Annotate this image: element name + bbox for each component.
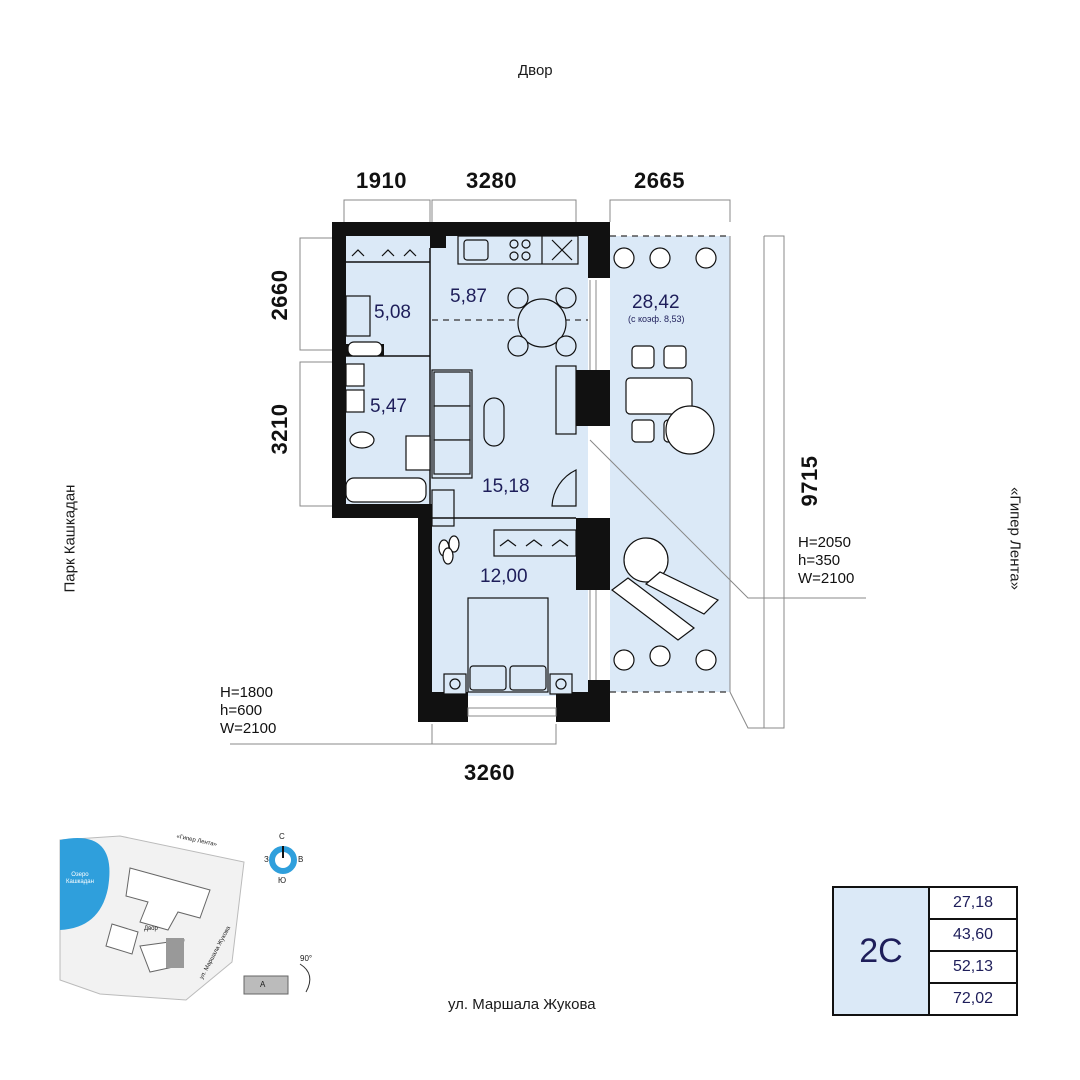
apartment-info-box: 2С 27,18 43,60 52,13 72,02 [832, 886, 1018, 1016]
zone-lines [432, 235, 730, 693]
window-spec-left: H=1800 h=600 W=2100 [220, 684, 277, 737]
window-spec-right: H=2050 h=350 W=2100 [798, 534, 855, 587]
minimap-section: А [260, 980, 266, 989]
area-value: 72,02 [952, 990, 994, 1007]
kitchen-unit [457, 235, 579, 265]
apartment-type: 2С [834, 888, 930, 1014]
loggia-plants [613, 247, 717, 671]
street-label: ул. Маршала Жукова [448, 996, 596, 1013]
compass-west: З [264, 855, 269, 864]
wardrobe-furniture [345, 295, 371, 337]
section-marker [243, 975, 289, 995]
dimension-guides [299, 199, 785, 745]
walls [332, 222, 610, 722]
dimension-top-2: 3280 [466, 168, 517, 193]
room-area-wardrobe: 5,08 [374, 302, 411, 323]
dimension-top-3: 2665 [634, 168, 685, 193]
rotation-arrow [299, 963, 311, 993]
dimension-top-1: 1910 [356, 168, 407, 193]
room-area-bedroom: 12,00 [480, 566, 528, 587]
room-area-loggia: 28,42 [632, 292, 680, 313]
area-value: 52,13 [930, 952, 1016, 984]
compass-south: Ю [278, 876, 287, 885]
minimap-yard-label: Двор [144, 926, 158, 932]
bed [443, 597, 573, 695]
room-area-bathroom: 5,47 [370, 396, 407, 417]
room-area-living: 15,18 [482, 476, 530, 497]
building-highlight [166, 938, 184, 968]
compass-east: В [298, 855, 304, 864]
bathroom-fixtures [345, 341, 431, 503]
area-value: 43,60 [930, 920, 1016, 952]
sofa [431, 365, 577, 479]
loggia-note: (с коэф. 8,53) [628, 314, 685, 324]
lake-shape [60, 838, 110, 930]
compass-north: С [279, 832, 285, 841]
area-value: 27,18 [930, 888, 1016, 920]
hangers [351, 249, 577, 557]
room-area-kitchen: 5,87 [450, 286, 487, 307]
yard-label: Двор [518, 62, 553, 79]
area-list: 27,18 43,60 52,13 72,02 [930, 888, 1016, 1014]
lake-label: Озеро Кашкадан [66, 872, 94, 885]
dining-table [507, 287, 577, 357]
door-swing [431, 469, 577, 527]
dimension-bottom-1: 3260 [464, 760, 515, 785]
loggia-lounge [611, 345, 720, 641]
plant [438, 535, 460, 565]
minimap-angle: 90° [300, 954, 313, 963]
loggia-outline [230, 236, 866, 745]
